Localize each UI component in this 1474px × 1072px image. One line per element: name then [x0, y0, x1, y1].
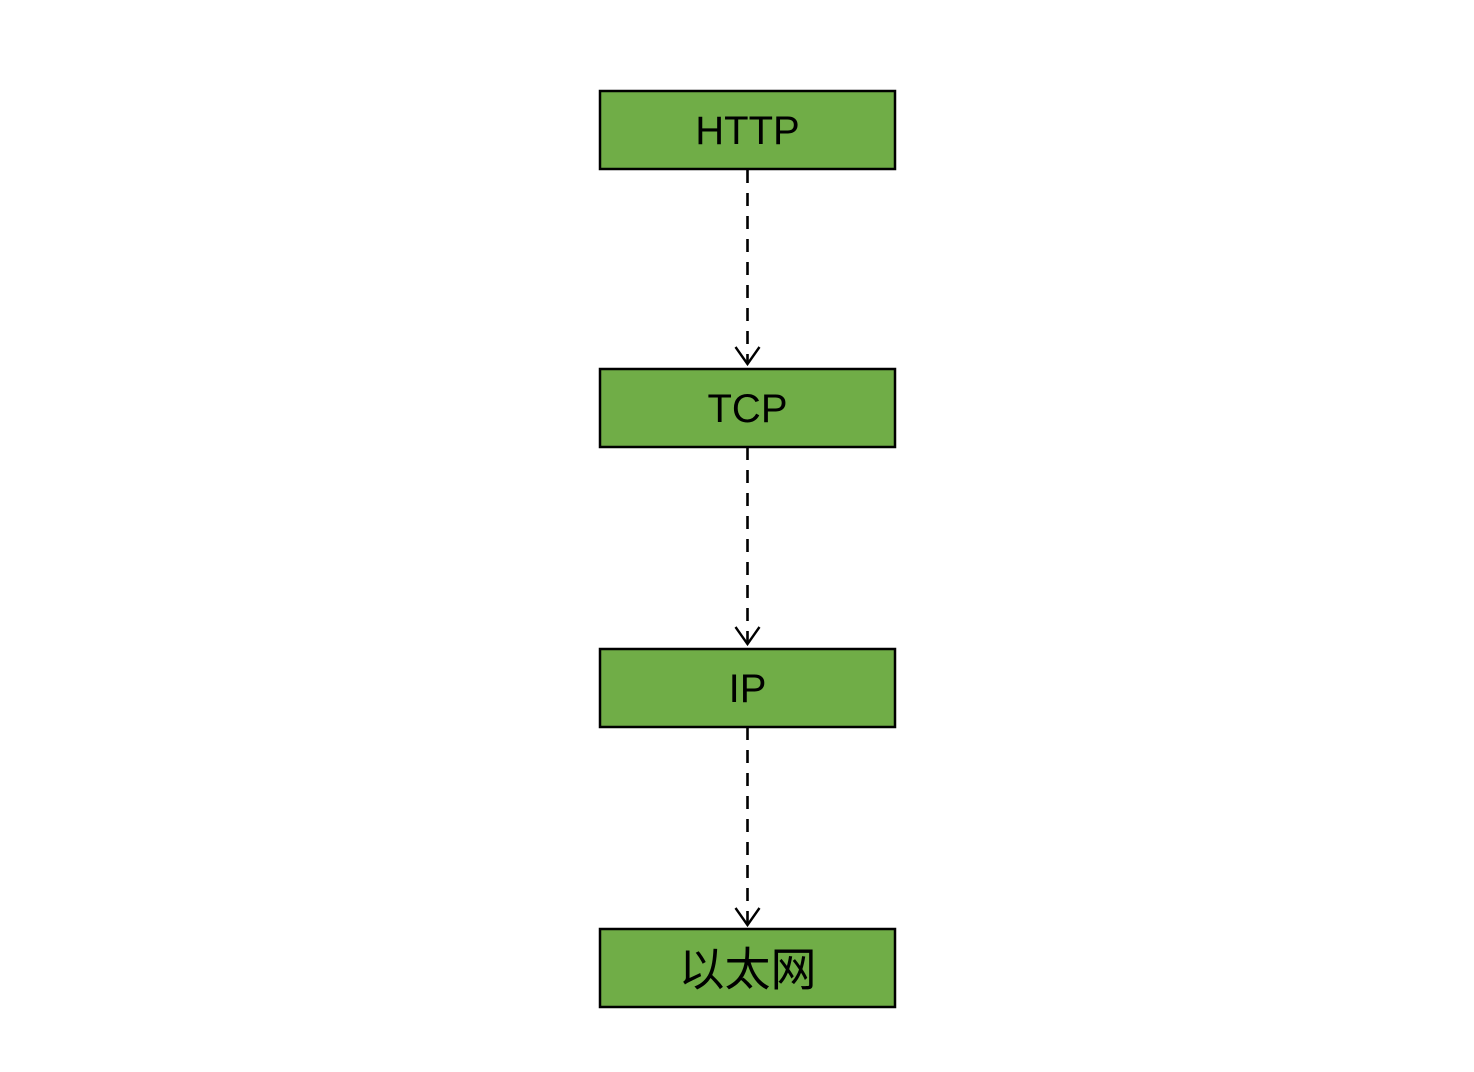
node-tcp-box — [598, 367, 897, 449]
node-http-box — [598, 89, 897, 171]
node-http-label: HTTP — [695, 109, 799, 153]
node-ip: IP — [598, 647, 897, 729]
node-ethernet-box — [598, 927, 897, 1009]
node-ethernet: 以太网 — [598, 927, 897, 1009]
node-ip-box — [598, 647, 897, 729]
node-http: HTTP — [598, 89, 897, 171]
node-tcp: TCP — [598, 367, 897, 449]
node-ip-label: IP — [729, 667, 767, 711]
node-ethernet-label: 以太网 — [679, 945, 817, 996]
node-tcp-label: TCP — [708, 387, 788, 431]
